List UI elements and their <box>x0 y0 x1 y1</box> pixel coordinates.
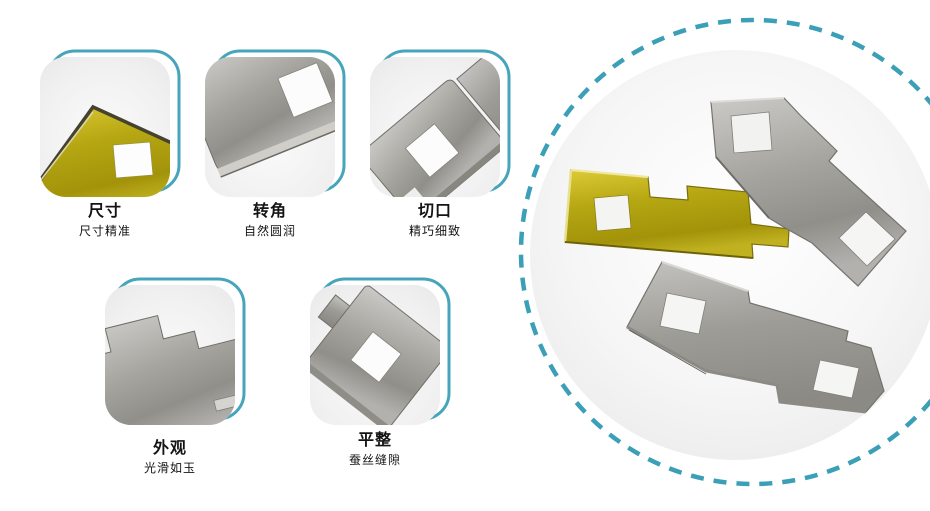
feature-label-size: 尺寸 尺寸精准 <box>40 203 170 239</box>
steel-square-hole <box>350 331 402 383</box>
steel-clip-front <box>626 261 885 414</box>
steel-clip-front-hole-left <box>659 292 707 335</box>
brass-clip <box>563 168 790 259</box>
feature-label-cut: 切口 精巧细致 <box>370 203 500 239</box>
feature-label-appearance: 外观 光滑如玉 <box>105 440 235 476</box>
brass-clip-square-hole <box>593 194 632 232</box>
steel-square-hole <box>277 62 334 118</box>
feature-photo-cut <box>370 57 500 197</box>
feature-title: 平整 <box>357 432 392 449</box>
feature-photo-appearance <box>105 285 235 425</box>
steel-clip-back-hole-top <box>730 111 773 154</box>
brass-square-hole <box>112 141 154 179</box>
feature-photo-size <box>40 57 170 197</box>
feature-title: 外观 <box>152 440 187 457</box>
feature-label-corner: 转角 自然圆润 <box>205 203 335 239</box>
feature-subtitle: 精巧细致 <box>408 224 461 239</box>
steel-clip-front-hole-right <box>812 359 860 399</box>
feature-title: 切口 <box>417 203 452 220</box>
feature-label-flatness: 平整 蚕丝缝隙 <box>310 432 440 468</box>
feature-subtitle: 自然圆润 <box>243 224 296 239</box>
feature-subtitle: 光滑如玉 <box>143 461 196 476</box>
steel-clip-back-hole-bottom <box>838 211 896 267</box>
steel-clip-back <box>710 97 907 287</box>
feature-subtitle: 蚕丝缝隙 <box>348 453 401 468</box>
hero-photo-circle <box>518 17 930 487</box>
feature-photo-corner <box>205 57 335 197</box>
edge-thickness-band <box>213 377 235 412</box>
feature-title: 尺寸 <box>87 203 122 220</box>
feature-photo-flatness <box>310 285 440 425</box>
feature-subtitle: 尺寸精准 <box>78 224 131 239</box>
steel-square-hole <box>404 123 460 178</box>
dashed-ring <box>518 17 930 487</box>
feature-title: 转角 <box>252 203 287 220</box>
